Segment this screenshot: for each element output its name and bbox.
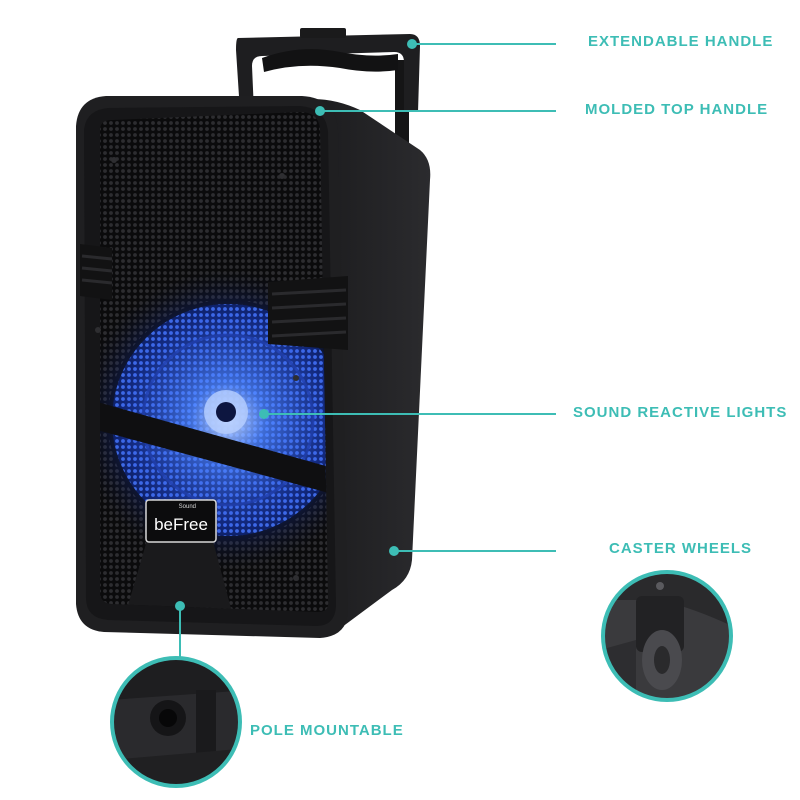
callout-molded-top-handle: MOLDED TOP HANDLE	[585, 101, 769, 118]
side-vent-right	[268, 276, 348, 350]
logo-small-text: Sound	[179, 504, 196, 510]
caster-wheels-inset	[601, 570, 733, 702]
brand-logo: Sound beFree	[145, 499, 217, 543]
callout-pole-mountable: POLE MOUNTABLE	[250, 722, 404, 739]
callout-extendable-handle: EXTENDABLE HANDLE	[588, 33, 774, 50]
callout-sound-reactive-lights: SOUND REACTIVE LIGHTS	[573, 404, 788, 421]
pole-mountable-inset	[110, 656, 242, 788]
logo-text: beFree	[154, 515, 208, 534]
callout-lines	[175, 39, 556, 660]
side-vent-left	[80, 244, 113, 300]
callout-caster-wheels: CASTER WHEELS	[609, 540, 753, 557]
